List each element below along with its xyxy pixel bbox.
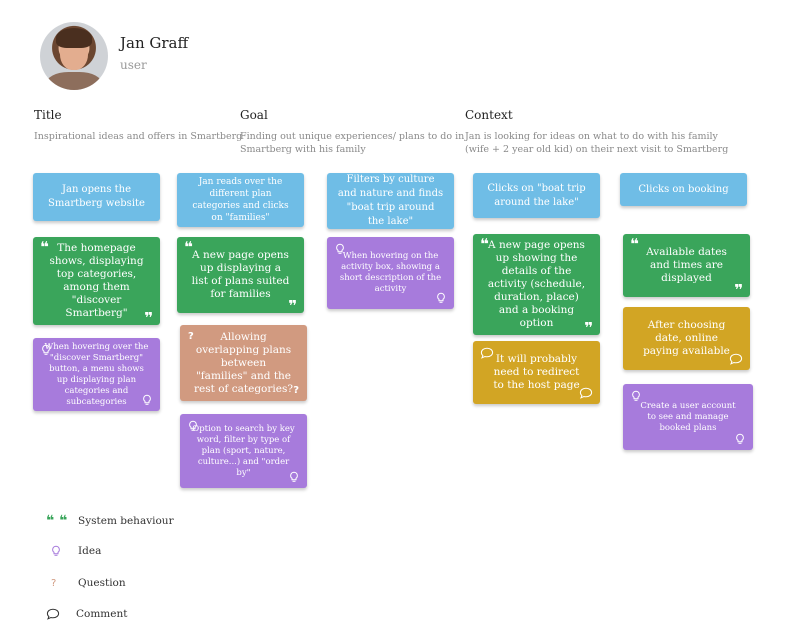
persona-role: user	[120, 58, 147, 72]
legend-question-label: Question	[78, 577, 126, 589]
step-2-system-note[interactable]: ❝ A new page opens up displaying a list …	[177, 237, 304, 315]
quote-close-icon: ❞	[288, 297, 297, 315]
legend-comment: Comment	[46, 608, 127, 620]
speech-bubble-icon	[46, 608, 74, 620]
quote-close-icon: ❞	[144, 309, 153, 327]
goal-text: Finding out unique experiences/ plans to…	[240, 131, 465, 155]
step-2-idea-note[interactable]: Option to search by key word, filter by …	[180, 414, 307, 488]
quote-close-icon: ❞	[734, 281, 743, 299]
step-2-question-note[interactable]: ? Allowing overlapping plans between "fa…	[180, 325, 307, 401]
step-1-system-note[interactable]: ❝ The homepage shows, displaying top cat…	[33, 237, 160, 327]
quote-open-icon: ❝	[184, 238, 193, 256]
step-5-action[interactable]: Clicks on booking	[620, 173, 747, 206]
speech-bubble-icon	[480, 347, 494, 359]
context-heading: Context	[465, 108, 513, 122]
lightbulb-icon	[435, 292, 447, 304]
speech-bubble-icon	[729, 353, 743, 365]
goal-heading: Goal	[240, 108, 268, 122]
quote-close-icon: ❞	[584, 319, 593, 337]
lightbulb-icon	[46, 545, 74, 557]
context-text: Jan is looking for ideas on what to do w…	[465, 131, 729, 155]
step-2-action[interactable]: Jan reads over the different plan catego…	[177, 173, 304, 227]
quote-open-icon: ❝	[480, 235, 489, 253]
step-4-comment-note[interactable]: It will probably need to redirect to the…	[473, 341, 600, 404]
lightbulb-icon	[40, 344, 52, 356]
quote-open-icon: ❝	[40, 238, 49, 256]
lightbulb-icon	[334, 243, 346, 255]
question-mark-icon: ?	[51, 577, 57, 589]
speech-bubble-icon	[579, 387, 593, 399]
lightbulb-icon	[734, 433, 746, 445]
step-4-system-note[interactable]: ❝ A new page opens up showing the detail…	[473, 234, 600, 337]
step-3-idea-note[interactable]: When hovering on the activity box, showi…	[327, 237, 454, 309]
step-1-action[interactable]: Jan opens the Smartberg website	[33, 173, 160, 221]
avatar	[40, 22, 108, 90]
title-text: Inspirational ideas and offers in Smartb…	[34, 131, 243, 142]
persona-name: Jan Graff	[120, 34, 189, 52]
legend-system: ❝ ❝ System behaviour	[46, 513, 174, 529]
step-4-action[interactable]: Clicks on "boat trip around the lake"	[473, 173, 600, 218]
lightbulb-icon	[288, 471, 300, 483]
legend-question: ? Question	[46, 577, 126, 589]
question-mark-icon: ?	[293, 385, 299, 396]
step-5-system-note[interactable]: ❝ Available dates and times are displaye…	[623, 234, 750, 299]
legend-comment-label: Comment	[76, 608, 128, 620]
question-mark-icon: ?	[188, 331, 194, 342]
step-5-idea-note[interactable]: Create a user account to see and manage …	[623, 384, 753, 450]
quote-open-icon: ❝	[630, 235, 639, 253]
legend-system-label: System behaviour	[78, 515, 174, 527]
step-1-idea-note[interactable]: When hovering over the "discover Smartbe…	[33, 338, 160, 411]
step-5-comment-note[interactable]: After choosing date, online paying avail…	[623, 307, 750, 370]
title-heading: Title	[34, 108, 62, 122]
legend-idea-label: Idea	[78, 545, 102, 557]
lightbulb-icon	[630, 390, 642, 402]
step-3-action[interactable]: Filters by culture and nature and finds …	[327, 173, 454, 229]
lightbulb-icon	[187, 420, 199, 432]
quote-icon: ❝ ❝	[46, 513, 68, 529]
legend-idea: Idea	[46, 545, 101, 557]
lightbulb-icon	[141, 394, 153, 406]
